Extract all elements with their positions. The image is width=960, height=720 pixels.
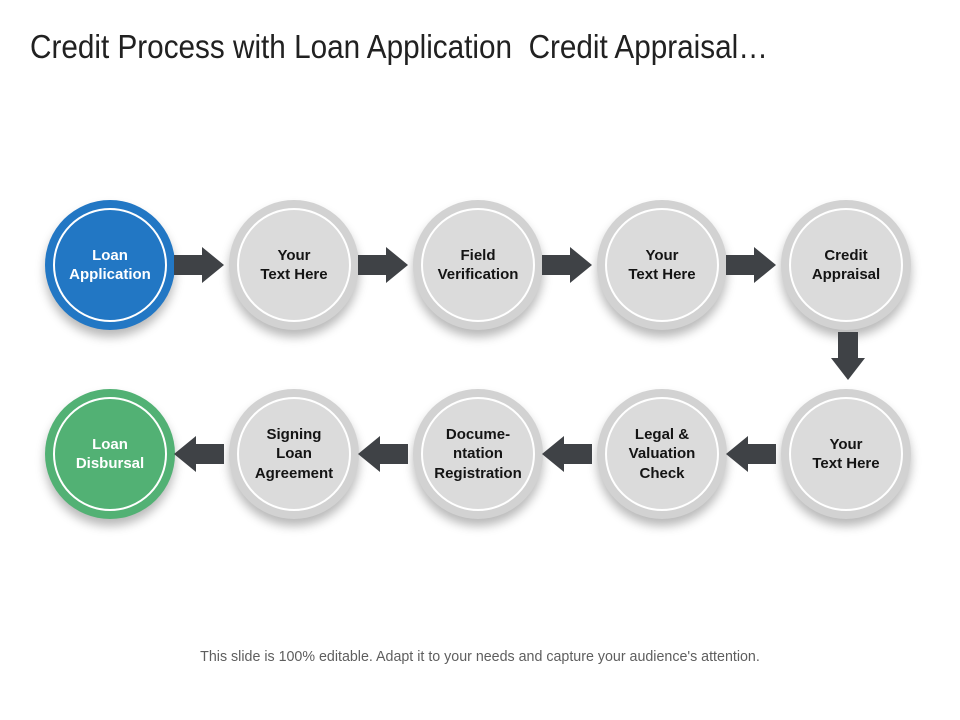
arrow-left-icon bbox=[174, 436, 224, 472]
step-label: Your Text Here bbox=[628, 246, 696, 283]
step-label: Signing Loan Agreement bbox=[254, 426, 334, 482]
step-label: Docume- ntation Registration bbox=[434, 426, 522, 482]
arrow-left-icon bbox=[542, 436, 592, 472]
arrow-down-icon bbox=[831, 332, 865, 380]
step-loan-application: Loan Application bbox=[45, 200, 175, 330]
step-label: Your Text Here bbox=[812, 435, 880, 472]
step-inner-ring: Your Text Here bbox=[237, 208, 351, 322]
slide-title: Credit Process with Loan Application Cre… bbox=[30, 28, 768, 65]
step-your-text-here-3: Your Text Here bbox=[781, 389, 911, 519]
step-label: Loan Disbursal bbox=[75, 435, 145, 472]
step-your-text-here-1: Your Text Here bbox=[229, 200, 359, 330]
step-inner-ring: Field Verification bbox=[421, 208, 535, 322]
arrow-left-icon bbox=[726, 436, 776, 472]
step-legal-valuation-check: Legal & Valuation Check bbox=[597, 389, 727, 519]
step-inner-ring: Signing Loan Agreement bbox=[237, 397, 351, 511]
arrow-right-icon bbox=[358, 247, 408, 283]
step-inner-ring: Loan Application bbox=[53, 208, 167, 322]
arrow-left-icon bbox=[358, 436, 408, 472]
step-label: Credit Appraisal bbox=[811, 246, 881, 283]
step-inner-ring: Your Text Here bbox=[789, 397, 903, 511]
step-documentation-registration: Docume- ntation Registration bbox=[413, 389, 543, 519]
step-inner-ring: Your Text Here bbox=[605, 208, 719, 322]
step-signing-loan-agreement: Signing Loan Agreement bbox=[229, 389, 359, 519]
arrow-right-icon bbox=[542, 247, 592, 283]
step-credit-appraisal: Credit Appraisal bbox=[781, 200, 911, 330]
step-your-text-here-2: Your Text Here bbox=[597, 200, 727, 330]
slide-footer-note: This slide is 100% editable. Adapt it to… bbox=[200, 648, 760, 665]
step-label: Legal & Valuation Check bbox=[628, 426, 696, 482]
step-inner-ring: Legal & Valuation Check bbox=[605, 397, 719, 511]
step-label: Loan Application bbox=[69, 246, 151, 283]
step-field-verification: Field Verification bbox=[413, 200, 543, 330]
step-inner-ring: Credit Appraisal bbox=[789, 208, 903, 322]
step-inner-ring: Docume- ntation Registration bbox=[421, 397, 535, 511]
step-loan-disbursal: Loan Disbursal bbox=[45, 389, 175, 519]
step-label: Your Text Here bbox=[260, 246, 328, 283]
arrow-right-icon bbox=[174, 247, 224, 283]
step-label: Field Verification bbox=[437, 246, 519, 283]
step-inner-ring: Loan Disbursal bbox=[53, 397, 167, 511]
arrow-right-icon bbox=[726, 247, 776, 283]
